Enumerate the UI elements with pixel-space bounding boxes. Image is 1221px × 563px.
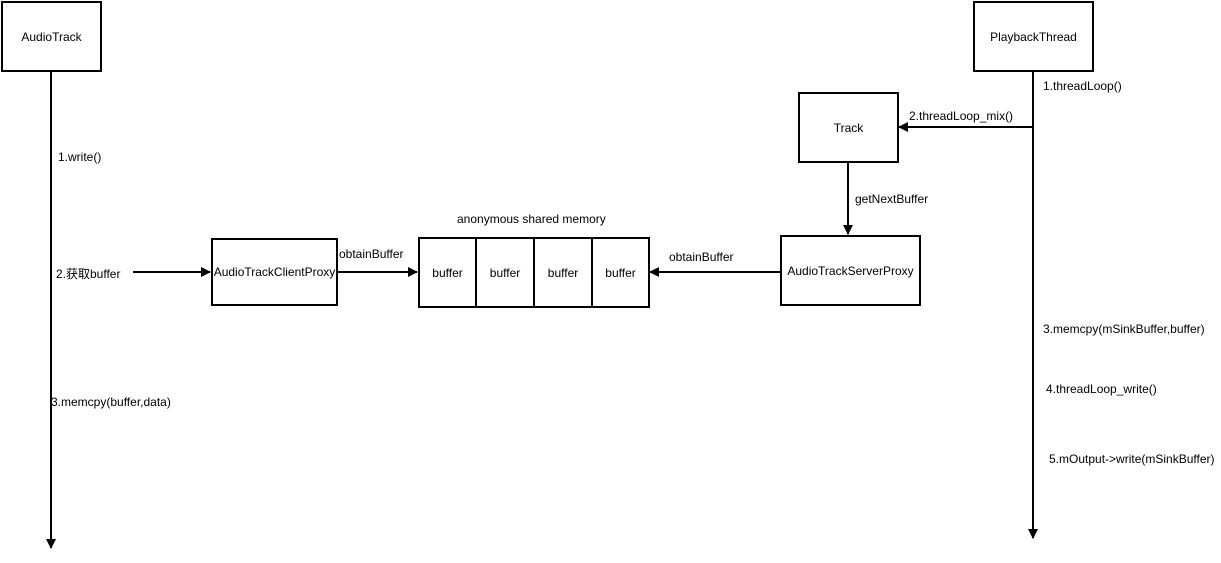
track-label: Track	[833, 120, 864, 135]
step-thread-loop-write-label: 4.threadLoop_write()	[1046, 382, 1157, 396]
buffer-cell: buffer	[533, 237, 593, 308]
buffer-cell-label: buffer	[432, 265, 463, 280]
playback-thread-actor: PlaybackThread	[973, 1, 1094, 72]
client-proxy-label: AudioTrackClientProxy	[213, 265, 336, 279]
step-write-label: 1.write()	[58, 150, 102, 164]
step-memcpy-sink-label: 3.memcpy(mSinkBuffer,buffer)	[1043, 322, 1205, 336]
step-get-buffer-label: 2.获取buffer	[56, 267, 121, 281]
buffer-cell-label: buffer	[605, 265, 636, 280]
buffer-cell: buffer	[591, 237, 650, 308]
step-thread-loop-label: 1.threadLoop()	[1043, 79, 1122, 93]
playback-thread-label: PlaybackThread	[990, 29, 1077, 44]
buffer-cell: buffer	[475, 237, 535, 308]
step-output-write-label: 5.mOutput->write(mSinkBuffer)	[1049, 452, 1215, 466]
step-thread-loop-mix-label: 2.threadLoop_mix()	[909, 109, 1014, 123]
buffer-cell-label: buffer	[489, 265, 521, 280]
audiotrack-label: AudioTrack	[21, 29, 82, 44]
track-box: Track	[798, 92, 899, 163]
buffer-cell: buffer	[418, 237, 477, 308]
server-proxy-box: AudioTrackServerProxy	[780, 235, 921, 306]
client-obtain-label: obtainBuffer	[339, 247, 404, 261]
buffer-cell-label: buffer	[547, 265, 579, 280]
audiotrack-actor: AudioTrack	[1, 1, 102, 72]
server-proxy-label: AudioTrackServerProxy	[787, 263, 914, 278]
step-memcpy-label: 3.memcpy(buffer,data)	[51, 395, 171, 409]
get-next-buffer-label: getNextBuffer	[855, 192, 929, 206]
client-proxy-box: AudioTrackClientProxy	[211, 238, 338, 306]
server-obtain-label: obtainBuffer	[669, 250, 734, 264]
shared-memory-title: anonymous shared memory	[457, 212, 606, 226]
